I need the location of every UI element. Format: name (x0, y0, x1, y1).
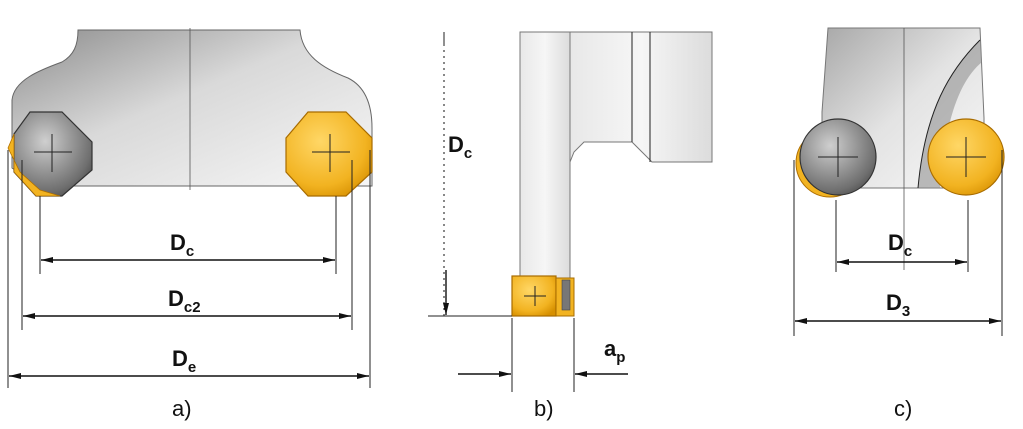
dim-label-dc2-a: Dc2 (168, 286, 201, 316)
dim-label-dc-a: Dc (170, 230, 194, 260)
upper-body-b (569, 31, 713, 163)
dim-label-d3-c: D3 (886, 290, 910, 320)
shank-b (519, 31, 571, 279)
left-insert-edge-a (7, 133, 61, 197)
caption-b: b) (534, 396, 554, 421)
dim-label-de-a: De (172, 346, 196, 376)
cutter-body-a (11, 29, 373, 187)
diagram-c: Dc D3 c) (793, 27, 1005, 421)
diagram-a: Dc Dc2 De a) (7, 28, 373, 421)
caption-a: a) (172, 396, 192, 421)
caption-c: c) (894, 396, 912, 421)
diagram-b: Dc ap b) (428, 31, 713, 421)
right-insert-a (285, 111, 373, 197)
dim-label-dc-c: Dc (888, 230, 912, 260)
dim-label-dc-b: Dc (448, 132, 472, 162)
dim-label-ap-b: ap (604, 336, 625, 366)
